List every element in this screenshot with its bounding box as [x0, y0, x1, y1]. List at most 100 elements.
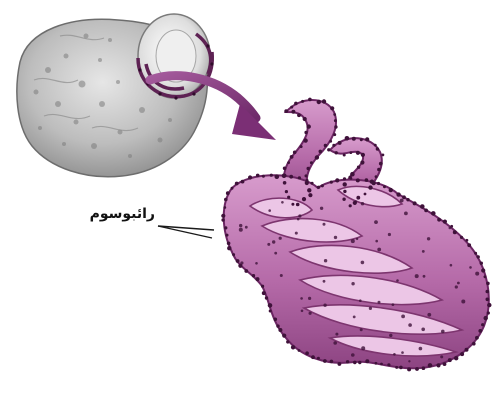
ribosome-dot — [298, 214, 301, 217]
ribosome-dot — [281, 201, 284, 204]
ribosome-dot — [270, 174, 273, 177]
ribosome-dot — [375, 175, 378, 178]
ribosome-dot — [305, 351, 309, 355]
ribosome-dot — [428, 363, 433, 368]
ribosome-dot — [287, 161, 290, 164]
ribosome-dot — [480, 262, 483, 265]
ribosome-dot — [379, 162, 383, 166]
ribosome-dot — [389, 334, 392, 337]
ribosome-dot — [423, 275, 426, 278]
ribosome-dot — [334, 236, 337, 239]
ribosome-dot — [290, 155, 294, 159]
ribosome-dot — [441, 330, 445, 334]
ribosome-dot — [345, 136, 350, 141]
ribosome-dot — [333, 341, 337, 345]
ribosome-dot — [420, 204, 425, 209]
ribosome-dot — [481, 268, 485, 272]
ribosome-dot — [427, 313, 431, 317]
ribosome-dot — [343, 154, 346, 157]
ribosome-dot — [443, 362, 447, 366]
ribosome-dot — [235, 182, 239, 186]
ribosome-dot — [307, 167, 310, 170]
ribosome-dot — [223, 206, 226, 209]
ribosome-dot — [486, 298, 490, 302]
ribosome-dot — [274, 252, 277, 255]
ribosome-dot — [455, 285, 458, 288]
ribosome-dot — [324, 144, 327, 147]
ribosome-dot — [349, 204, 352, 207]
ribosome-dot — [487, 311, 490, 314]
ribosome-dot — [301, 100, 304, 103]
ribosome-dot — [419, 347, 423, 351]
cell-illustration — [17, 14, 214, 177]
ribosome-dot — [301, 310, 304, 313]
ribosome-dot — [268, 303, 273, 308]
ribosome-dot — [395, 366, 398, 369]
ribosome-dot — [256, 277, 260, 281]
ribosome-dot — [232, 253, 235, 256]
ribosome-dot — [289, 175, 293, 179]
ribosome-dot — [279, 237, 282, 240]
ribosome-dot — [323, 359, 327, 363]
ribosome-dot — [360, 160, 364, 164]
ribosome-dot — [335, 151, 338, 154]
ribosome-dot — [406, 198, 409, 201]
ribosome-dot — [351, 239, 355, 243]
ribosome-dot — [475, 272, 479, 276]
ribosome-dot — [467, 243, 471, 247]
ribosome-dot — [297, 218, 300, 221]
ribosome-dot — [360, 328, 363, 331]
ribosome-dot — [275, 174, 280, 179]
ribosome-dot — [236, 259, 240, 263]
ribosome-dot — [293, 151, 297, 155]
ribosome-dot — [351, 282, 354, 285]
ribosome-dot — [317, 357, 320, 360]
ribosome-dot — [443, 220, 447, 224]
ribosome-dot — [374, 220, 378, 224]
ribosome-dot — [262, 291, 266, 295]
ribosome-dot — [372, 181, 376, 185]
ribosome-dot — [380, 363, 383, 366]
ribosome-dot — [361, 202, 364, 205]
ribosome-dot — [265, 296, 268, 299]
ribosome-dot — [487, 303, 491, 307]
ribosome-dot — [244, 269, 248, 273]
ribosome-dot — [221, 218, 224, 221]
ribosome-dot — [422, 250, 425, 253]
ribosome-dot — [298, 349, 301, 352]
ribosome-dot — [357, 166, 360, 169]
ribosome-dot — [248, 175, 252, 179]
ribosome-dot — [333, 133, 336, 136]
ribosome-dot — [349, 151, 352, 154]
ribosome-dot — [231, 187, 234, 190]
ribosome-dot — [353, 316, 356, 319]
ribosome-dot — [283, 174, 287, 178]
ribosome-dot — [453, 230, 457, 234]
ribosome-dot — [330, 106, 334, 110]
ribosome-dot — [309, 312, 312, 315]
ribosome-dot — [268, 209, 271, 212]
ribosome-dot — [298, 176, 301, 179]
ribosome-dot — [393, 353, 396, 356]
ribosome-dot — [486, 290, 490, 294]
ribosome-dot — [308, 193, 312, 197]
ribosome-dot — [261, 285, 264, 288]
ribosome-dot — [239, 224, 242, 227]
ribosome-dot — [375, 240, 378, 243]
ribosome-dot — [319, 150, 323, 154]
ribosome-dot — [291, 110, 295, 114]
ribosome-dot — [469, 266, 472, 269]
ribosome-dot — [224, 198, 228, 202]
ribosome-dot — [255, 262, 258, 265]
ribosome-dot — [343, 177, 346, 180]
ribosome-dot — [310, 161, 313, 164]
ribosome-dot — [224, 226, 227, 229]
ribosome-dot — [361, 346, 365, 350]
ribosome-dot — [422, 366, 426, 370]
ribosome-dot — [332, 144, 335, 147]
ribosome-dot — [400, 199, 404, 203]
ribosome-dot — [484, 316, 488, 320]
ribosome-dot — [269, 310, 272, 313]
ribosome-dot — [283, 181, 287, 185]
